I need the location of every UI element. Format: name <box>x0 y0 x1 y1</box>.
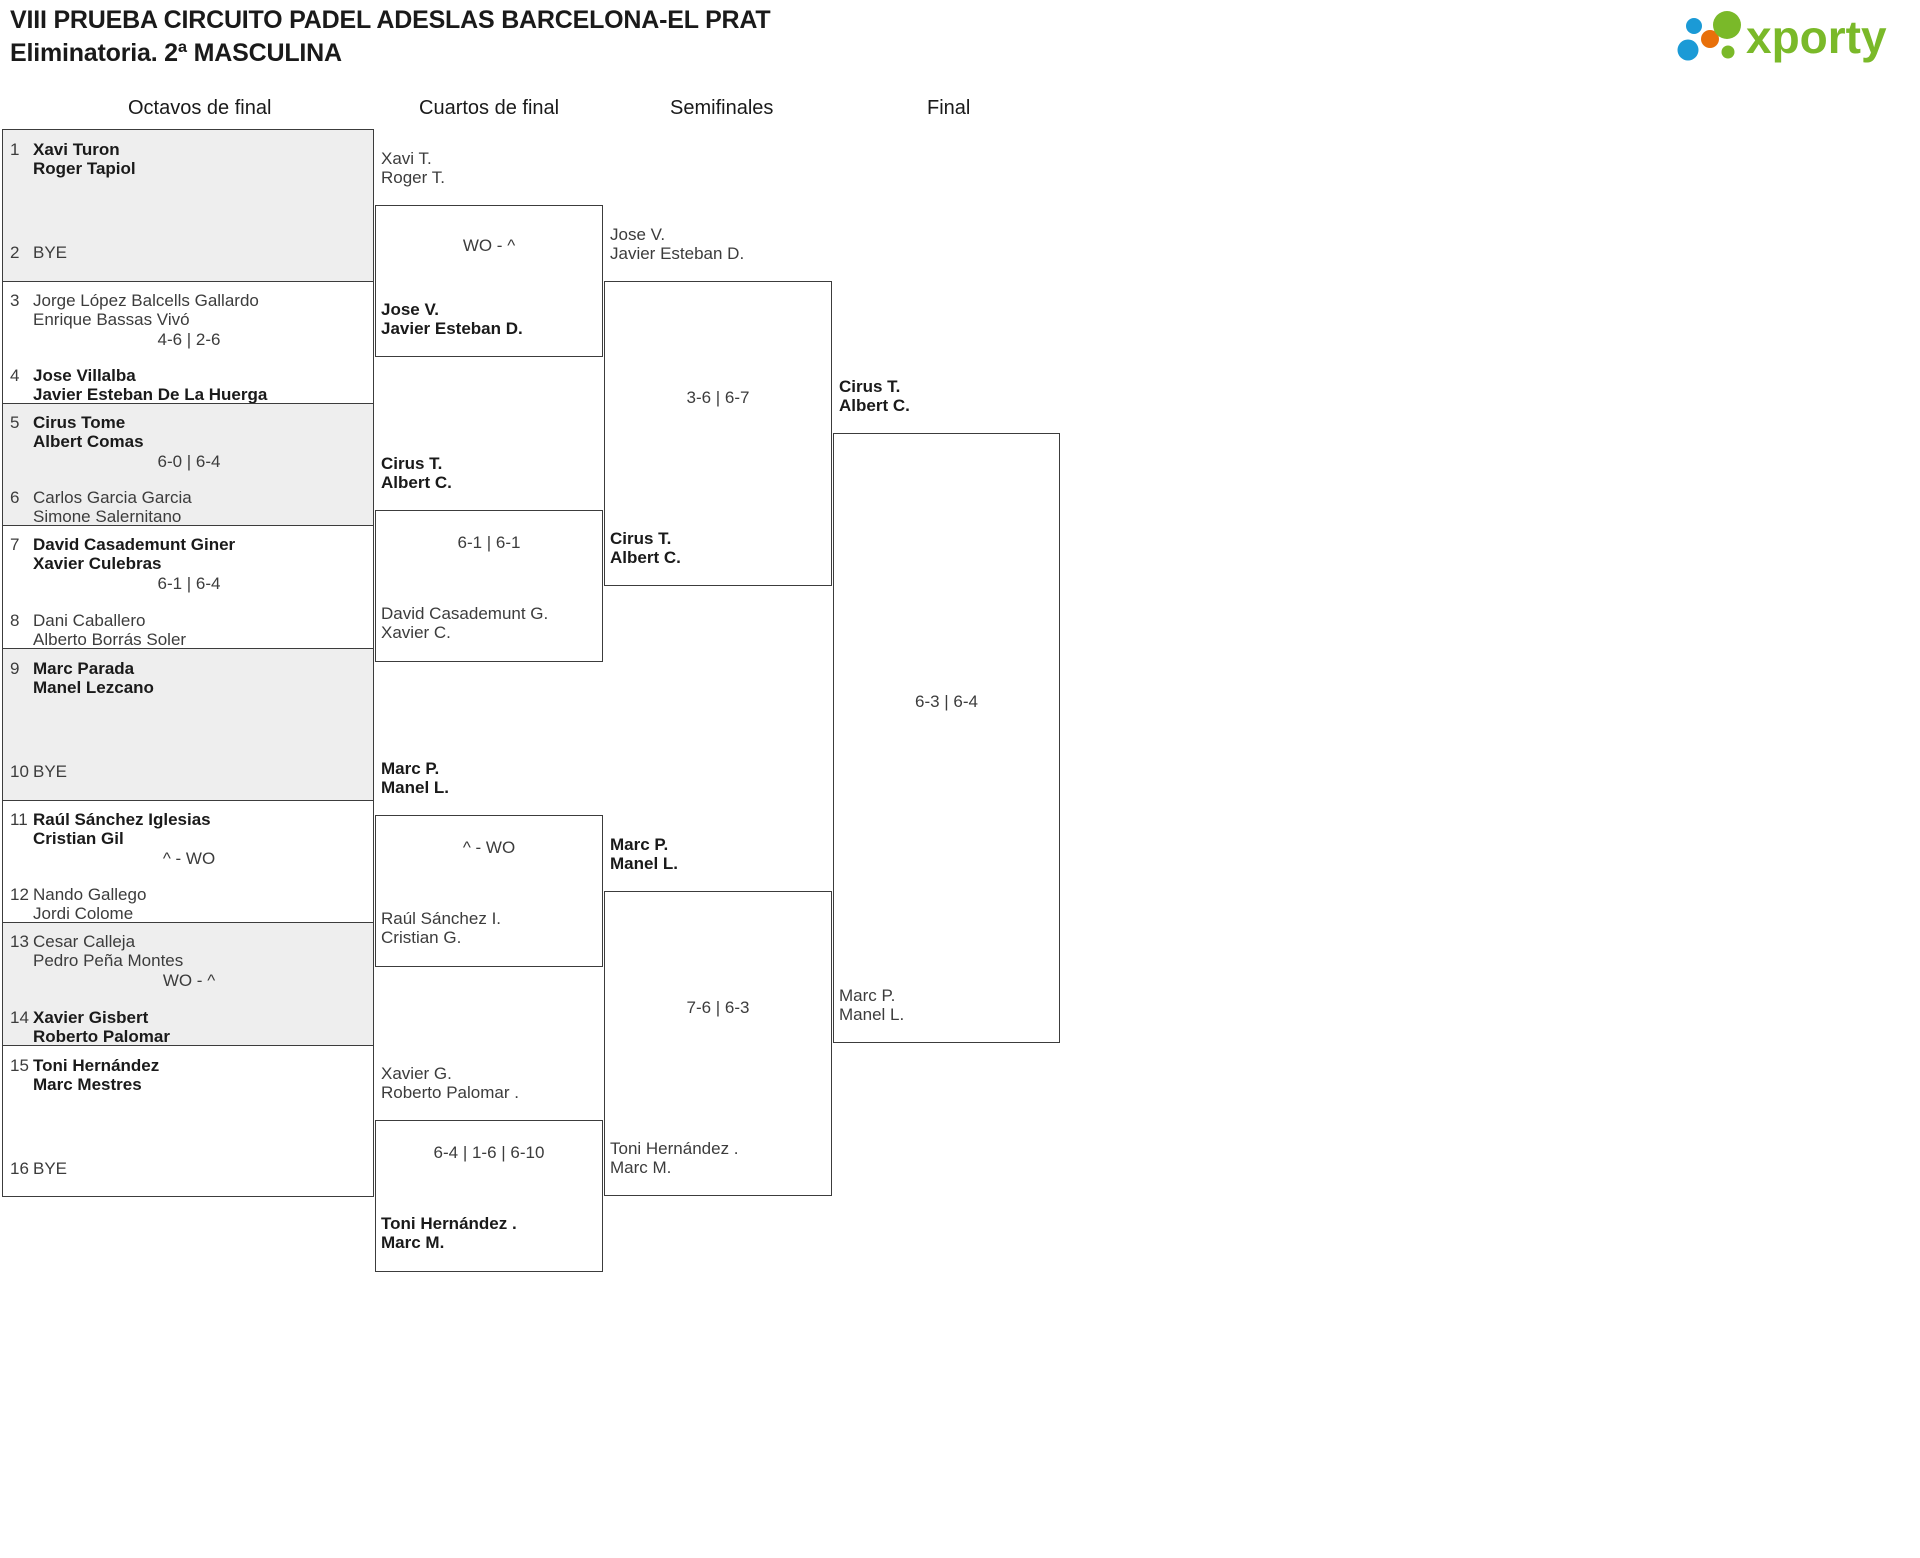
seed-number: 4 <box>10 366 20 385</box>
r2-m3-score: ^ - WO <box>462 838 516 857</box>
player-names: BYE <box>33 243 68 262</box>
r3-m2-top: Marc P.Manel L. <box>610 835 679 873</box>
r3-m1-bottom: Cirus T.Albert C. <box>610 529 681 567</box>
r2-m1-top: Xavi T.Roger T. <box>381 149 445 187</box>
tournament-title: VIII PRUEBA CIRCUITO PADEL ADESLAS BARCE… <box>10 6 771 34</box>
round-header-octavos: Octavos de final <box>128 97 272 119</box>
seed-number: 3 <box>10 291 20 310</box>
r2-m3-bottom: Raúl Sánchez I.Cristian G. <box>381 909 502 947</box>
round-header-final: Final <box>927 97 971 119</box>
player-names: BYE <box>33 1159 68 1178</box>
r2-m4-score: 6-4 | 1-6 | 6-10 <box>433 1143 545 1162</box>
seed-number: 14 <box>10 1008 29 1027</box>
seed-number: 16 <box>10 1159 29 1178</box>
r2-m2-bottom: David Casademunt G.Xavier C. <box>381 604 549 642</box>
seed-number: 13 <box>10 932 29 951</box>
r1-m4-score: 6-1 | 6-4 <box>157 574 221 593</box>
r2-m2-top: Cirus T.Albert C. <box>381 454 452 492</box>
seed-number: 1 <box>10 140 20 159</box>
round-header-semis: Semifinales <box>670 97 774 119</box>
seed-number: 10 <box>10 762 29 781</box>
r2-m4-top: Xavier G.Roberto Palomar . <box>381 1064 519 1102</box>
xporty-logo-svg: xporty <box>1677 11 1887 63</box>
r4-final-bottom: Marc P.Manel L. <box>839 986 905 1024</box>
r2-match-4-box[interactable] <box>375 1120 603 1272</box>
r2-m3-top: Marc P.Manel L. <box>381 759 450 797</box>
r2-m4-bottom: Toni Hernández .Marc M. <box>381 1214 517 1252</box>
r2-m1-score: WO - ^ <box>462 236 516 255</box>
tournament-subtitle: Eliminatoria. 2ª MASCULINA <box>10 39 342 67</box>
logo-dot-green-small <box>1721 45 1735 59</box>
r3-match-2-box[interactable] <box>604 891 832 1196</box>
logo-dot-blue-bottom <box>1677 39 1699 61</box>
page-title: VIII PRUEBA CIRCUITO PADEL ADESLAS BARCE… <box>10 4 771 70</box>
seed-number: 15 <box>10 1056 29 1075</box>
logo-wordmark: xporty <box>1746 11 1887 63</box>
xporty-logo: xporty <box>1676 8 1906 68</box>
r4-final-score: 6-3 | 6-4 <box>914 692 978 711</box>
seed-number: 11 <box>10 810 28 829</box>
r2-match-3-box[interactable] <box>375 815 603 967</box>
r1-m6-score: ^ - WO <box>162 849 216 868</box>
seed-number: 7 <box>10 535 20 554</box>
r4-final-top: Cirus T.Albert C. <box>839 377 910 415</box>
seed-number: 6 <box>10 488 20 507</box>
seed-number: 8 <box>10 611 20 630</box>
logo-dot-green-big <box>1713 11 1741 39</box>
r4-final-box[interactable] <box>833 433 1060 1043</box>
r1-m7-score: WO - ^ <box>162 971 216 990</box>
seed-number: 2 <box>10 243 20 262</box>
r3-match-1-box[interactable] <box>604 281 832 586</box>
r1-m2-score: 4-6 | 2-6 <box>157 330 221 349</box>
r2-match-1-box[interactable] <box>375 205 603 357</box>
r3-m1-top: Jose V.Javier Esteban D. <box>610 225 745 263</box>
r3-m2-bottom: Toni Hernández .Marc M. <box>610 1139 739 1177</box>
r2-m1-bottom: Jose V.Javier Esteban D. <box>381 300 523 338</box>
r2-m2-score: 6-1 | 6-1 <box>457 533 521 552</box>
logo-dot-orange <box>1701 30 1719 48</box>
r3-m1-score: 3-6 | 6-7 <box>686 388 750 407</box>
r3-m2-score: 7-6 | 6-3 <box>686 998 750 1017</box>
r1-m3-score: 6-0 | 6-4 <box>157 452 221 471</box>
logo-dot-blue-top <box>1686 18 1702 34</box>
round-header-cuartos: Cuartos de final <box>419 97 560 119</box>
seed-number: 12 <box>10 885 29 904</box>
seed-number: 9 <box>10 659 20 678</box>
player-names: BYE <box>33 762 68 781</box>
r2-match-2-box[interactable] <box>375 510 603 662</box>
seed-number: 5 <box>10 413 20 432</box>
